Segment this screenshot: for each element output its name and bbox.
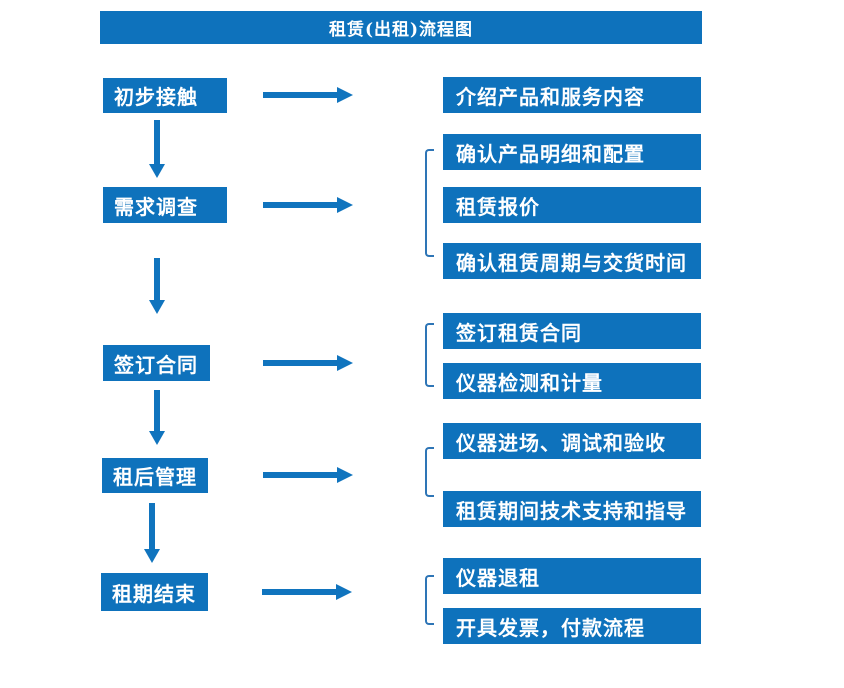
group-bracket-sign-contract	[425, 323, 434, 387]
group-bracket-needs-survey	[425, 149, 434, 257]
detail-box-confirm-period-delivery: 确认租赁周期与交货时间	[443, 243, 701, 279]
stage-box-sign-contract: 签订合同	[103, 345, 210, 381]
detail-box-confirm-product-config: 确认产品明细和配置	[443, 134, 701, 170]
detail-box-sign-rental-contract: 签订租赁合同	[443, 313, 701, 349]
right-arrow-icon	[263, 467, 353, 483]
detail-box-instrument-return: 仪器退租	[443, 558, 701, 594]
down-arrow-icon	[149, 258, 165, 314]
down-arrow-icon	[144, 503, 160, 563]
stage-box-rental-end: 租期结束	[101, 573, 208, 611]
group-bracket-post-rental	[425, 447, 434, 497]
detail-box-tech-support: 租赁期间技术支持和指导	[443, 491, 701, 527]
detail-box-rental-quote: 租赁报价	[443, 187, 701, 223]
detail-box-instrument-arrival-acceptance: 仪器进场、调试和验收	[443, 423, 701, 459]
down-arrow-icon	[149, 120, 165, 178]
flowchart-title: 租赁(出租)流程图	[100, 11, 702, 44]
right-arrow-icon	[263, 355, 353, 371]
detail-box-introduce-products: 介绍产品和服务内容	[443, 77, 701, 113]
right-arrow-icon	[263, 87, 353, 103]
right-arrow-icon	[262, 584, 352, 600]
detail-box-instrument-testing: 仪器检测和计量	[443, 363, 701, 399]
group-bracket-rental-end	[425, 575, 434, 625]
right-arrow-icon	[263, 197, 353, 213]
down-arrow-icon	[149, 390, 165, 445]
stage-box-initial-contact: 初步接触	[103, 78, 227, 113]
stage-box-post-rental-management: 租后管理	[102, 458, 208, 493]
stage-box-needs-survey: 需求调查	[103, 187, 227, 223]
detail-box-invoice-payment: 开具发票，付款流程	[443, 608, 701, 644]
